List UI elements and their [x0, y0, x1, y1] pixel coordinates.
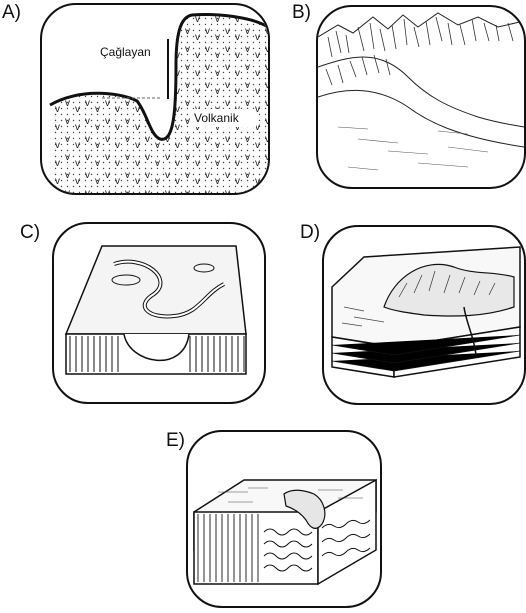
- panel-b: [316, 5, 526, 189]
- panel-e-illustration: [188, 432, 380, 606]
- rock-annotation: Volkanik: [194, 111, 239, 125]
- waterfall-annotation: Çağlayan: [100, 45, 151, 59]
- panel-d: [322, 225, 526, 405]
- panel-a: v v Çağlayan Volkanik: [40, 3, 270, 195]
- panel-c: [52, 222, 266, 404]
- panel-e: [186, 430, 382, 608]
- panel-b-illustration: [318, 7, 524, 187]
- panel-c-illustration: [54, 224, 264, 402]
- panel-d-illustration: [324, 227, 524, 403]
- panel-a-label: A): [2, 2, 21, 24]
- panel-b-label: B): [292, 2, 311, 24]
- panel-e-label: E): [166, 430, 185, 452]
- panel-a-illustration: v v: [42, 5, 268, 193]
- panel-c-label: C): [20, 222, 40, 244]
- panel-d-label: D): [300, 222, 320, 244]
